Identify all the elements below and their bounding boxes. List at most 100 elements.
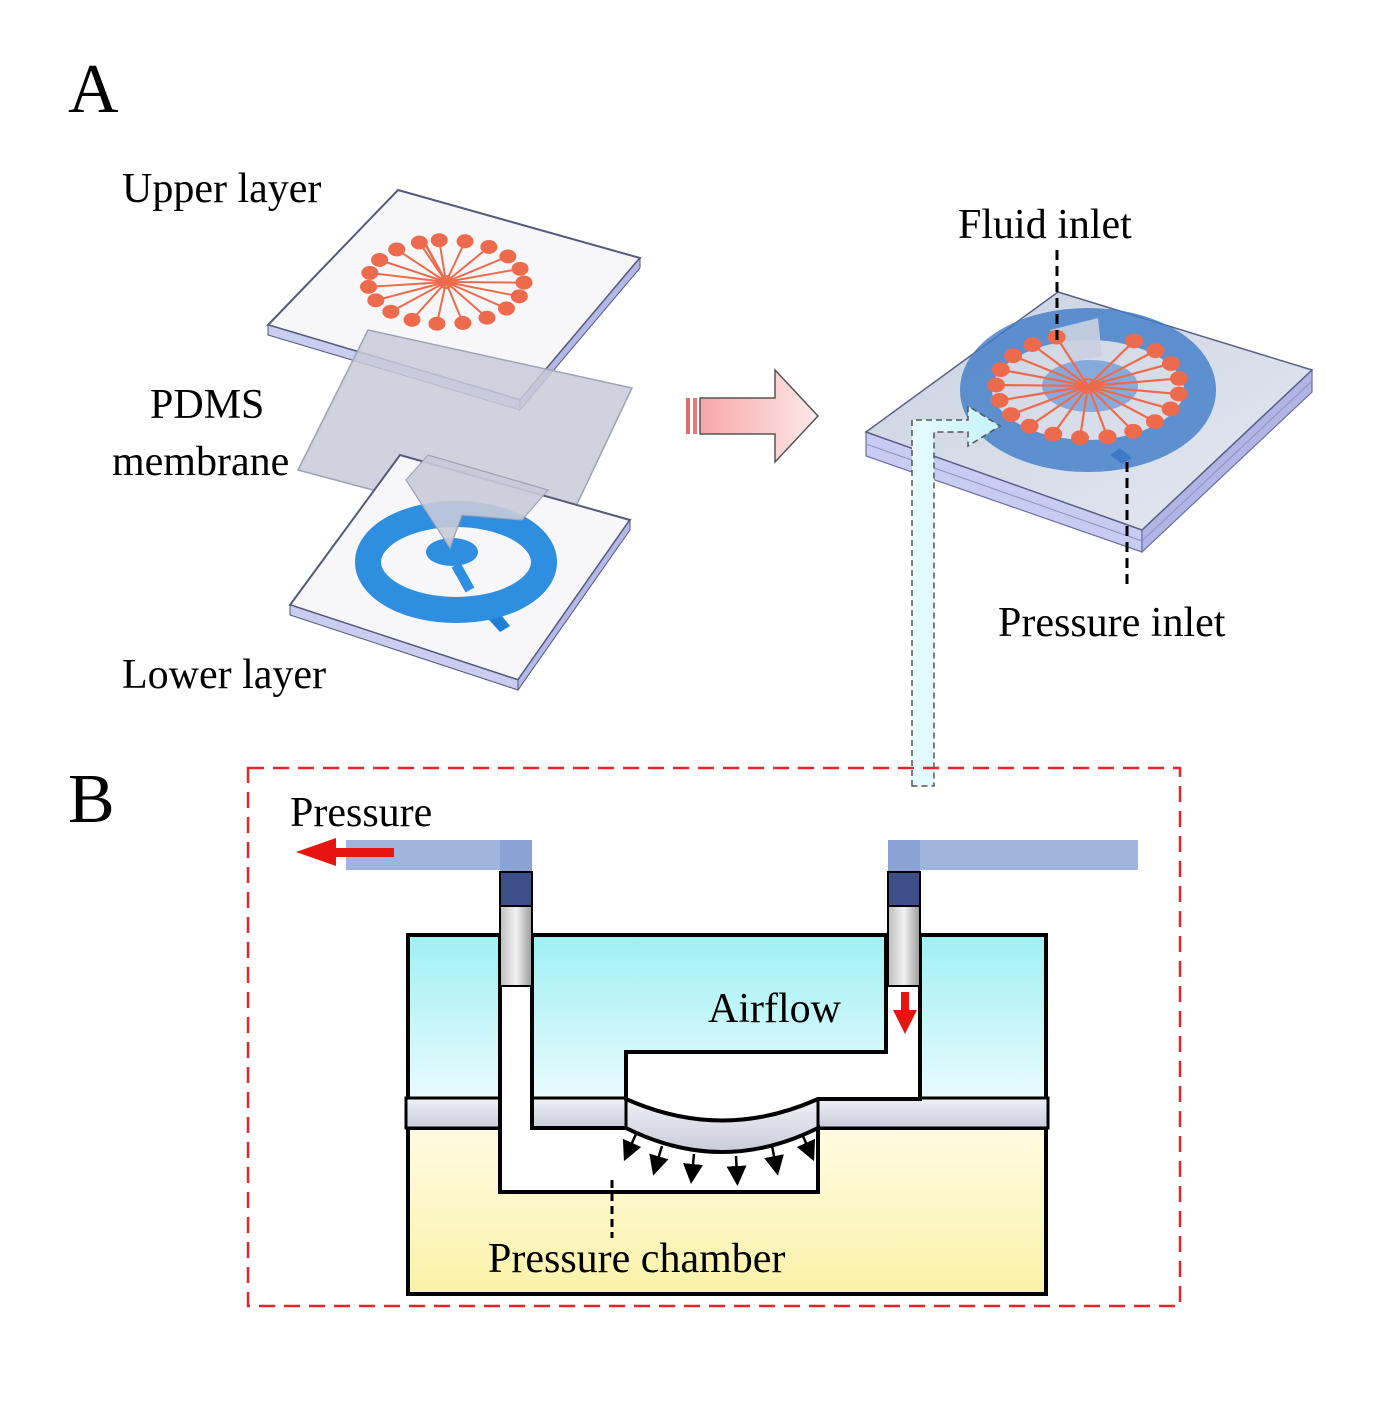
electrode-trace (1087, 349, 1157, 387)
electrode-trace (1012, 354, 1089, 388)
electrode-pad (510, 289, 528, 304)
electrode-trace (1087, 377, 1180, 388)
electrode-trace (435, 281, 447, 324)
electrode-trace (1087, 385, 1135, 433)
electrode-trace (1055, 336, 1089, 387)
electrode-pad (511, 261, 529, 276)
electrode-trace (996, 383, 1089, 388)
airflow-channel (624, 933, 922, 1123)
electrode-pad (367, 293, 385, 308)
electrode-pad (430, 233, 448, 248)
electrode-trace (1087, 340, 1135, 387)
electrode-pad (987, 377, 1006, 393)
electrode-pad (478, 310, 496, 325)
electrode-pad (497, 301, 515, 316)
electrode-pad (990, 393, 1009, 408)
assembly-arrow (686, 368, 820, 464)
electrode-pad (1161, 401, 1180, 417)
electrode-trace (368, 281, 447, 288)
fluid-inlet-label: Fluid inlet (958, 202, 1132, 248)
electrode-trace (1000, 368, 1089, 388)
electrode-trace (1087, 385, 1156, 423)
pdms-membrane-label-line1: PDMS (150, 382, 264, 428)
detail-dashed-box (246, 766, 1182, 1308)
electrode-pad (515, 275, 533, 290)
electrode-trace (1052, 385, 1089, 435)
electrode-trace (445, 267, 521, 283)
electrode-trace (999, 384, 1089, 402)
electrode-pad (1020, 418, 1039, 434)
electrode-trace (369, 271, 447, 283)
electrode-trace (1087, 384, 1179, 396)
panel-b-letter: B (68, 761, 115, 838)
electrode-trace (445, 281, 464, 324)
membrane-deflection-arrows (622, 1133, 816, 1186)
electrode-hub (1080, 378, 1096, 394)
electrode-trace (445, 255, 509, 283)
pdms-membrane-flap (405, 454, 550, 550)
panel-a-letter: A (68, 51, 119, 128)
electrode-pad (1004, 348, 1023, 364)
electrode-pad (1146, 343, 1165, 359)
electrode-pad (1170, 371, 1189, 386)
electrode-trace (445, 281, 520, 298)
electrode-trace (1028, 385, 1089, 428)
lower-layer-label: Lower layer (122, 652, 326, 698)
electrode-trace (375, 281, 447, 302)
electrode-trace (445, 281, 524, 284)
membrane-layer (404, 1095, 1050, 1154)
pressure-label: Pressure (290, 790, 432, 836)
pressure-inlet-label: Pressure inlet (998, 600, 1226, 646)
electrode-pad (1161, 356, 1180, 371)
electrode-pad (388, 242, 406, 257)
upper-electrode-array (360, 233, 533, 331)
electrode-pad (1145, 414, 1164, 430)
electrode-pad (454, 316, 472, 330)
upper-layer-label: Upper layer (122, 166, 321, 212)
electrode-trace (445, 281, 507, 310)
electrode-pad (371, 252, 389, 267)
pressure-direction-arrow (296, 838, 394, 866)
electrode-trace (1010, 384, 1089, 416)
electrode-pad (1169, 386, 1188, 402)
electrode-trace (1087, 362, 1172, 388)
electrode-trace (379, 259, 447, 283)
assembled-device (864, 291, 1314, 554)
electrode-pad (360, 279, 378, 294)
electrode-trace (445, 246, 490, 283)
electrode-pad (480, 239, 498, 254)
electrode-pad (456, 234, 474, 249)
electrode-hub (439, 275, 453, 289)
electrode-pad (1070, 430, 1089, 446)
electrode-trace (1086, 385, 1109, 438)
electrode-pad (1125, 333, 1143, 349)
electrode-trace (396, 248, 447, 283)
electrode-pad (403, 312, 421, 327)
callout-arrow (911, 404, 1002, 787)
pdms-membrane-label-line2: membrane (112, 439, 289, 485)
electrode-pad (382, 304, 400, 319)
electrode-trace (1078, 385, 1090, 438)
pressure-chamber-label: Pressure chamber (488, 1236, 785, 1282)
electrode-trace (390, 281, 447, 313)
electrode-pad (1098, 429, 1117, 445)
electrode-pad (499, 249, 517, 264)
electrode-pad (1002, 407, 1021, 422)
electrode-pad (1023, 337, 1042, 352)
electrode-pad (428, 316, 446, 331)
electrode-trace (411, 281, 447, 321)
airflow-label: Airflow (708, 986, 842, 1032)
airflow-inlet-tube (887, 840, 1138, 987)
electrode-trace (1031, 343, 1089, 387)
electrode-trace (445, 281, 488, 319)
fluid-inlet-trace (420, 237, 448, 283)
electrode-pad (991, 362, 1010, 378)
electrode-trace (1087, 384, 1171, 410)
electrode-trace (438, 239, 447, 283)
electrode-pad (361, 265, 379, 280)
electrode-pad (1124, 423, 1143, 439)
electrode-pad (1044, 426, 1063, 442)
electrode-trace (445, 240, 466, 283)
airflow-direction-arrow (893, 992, 917, 1034)
